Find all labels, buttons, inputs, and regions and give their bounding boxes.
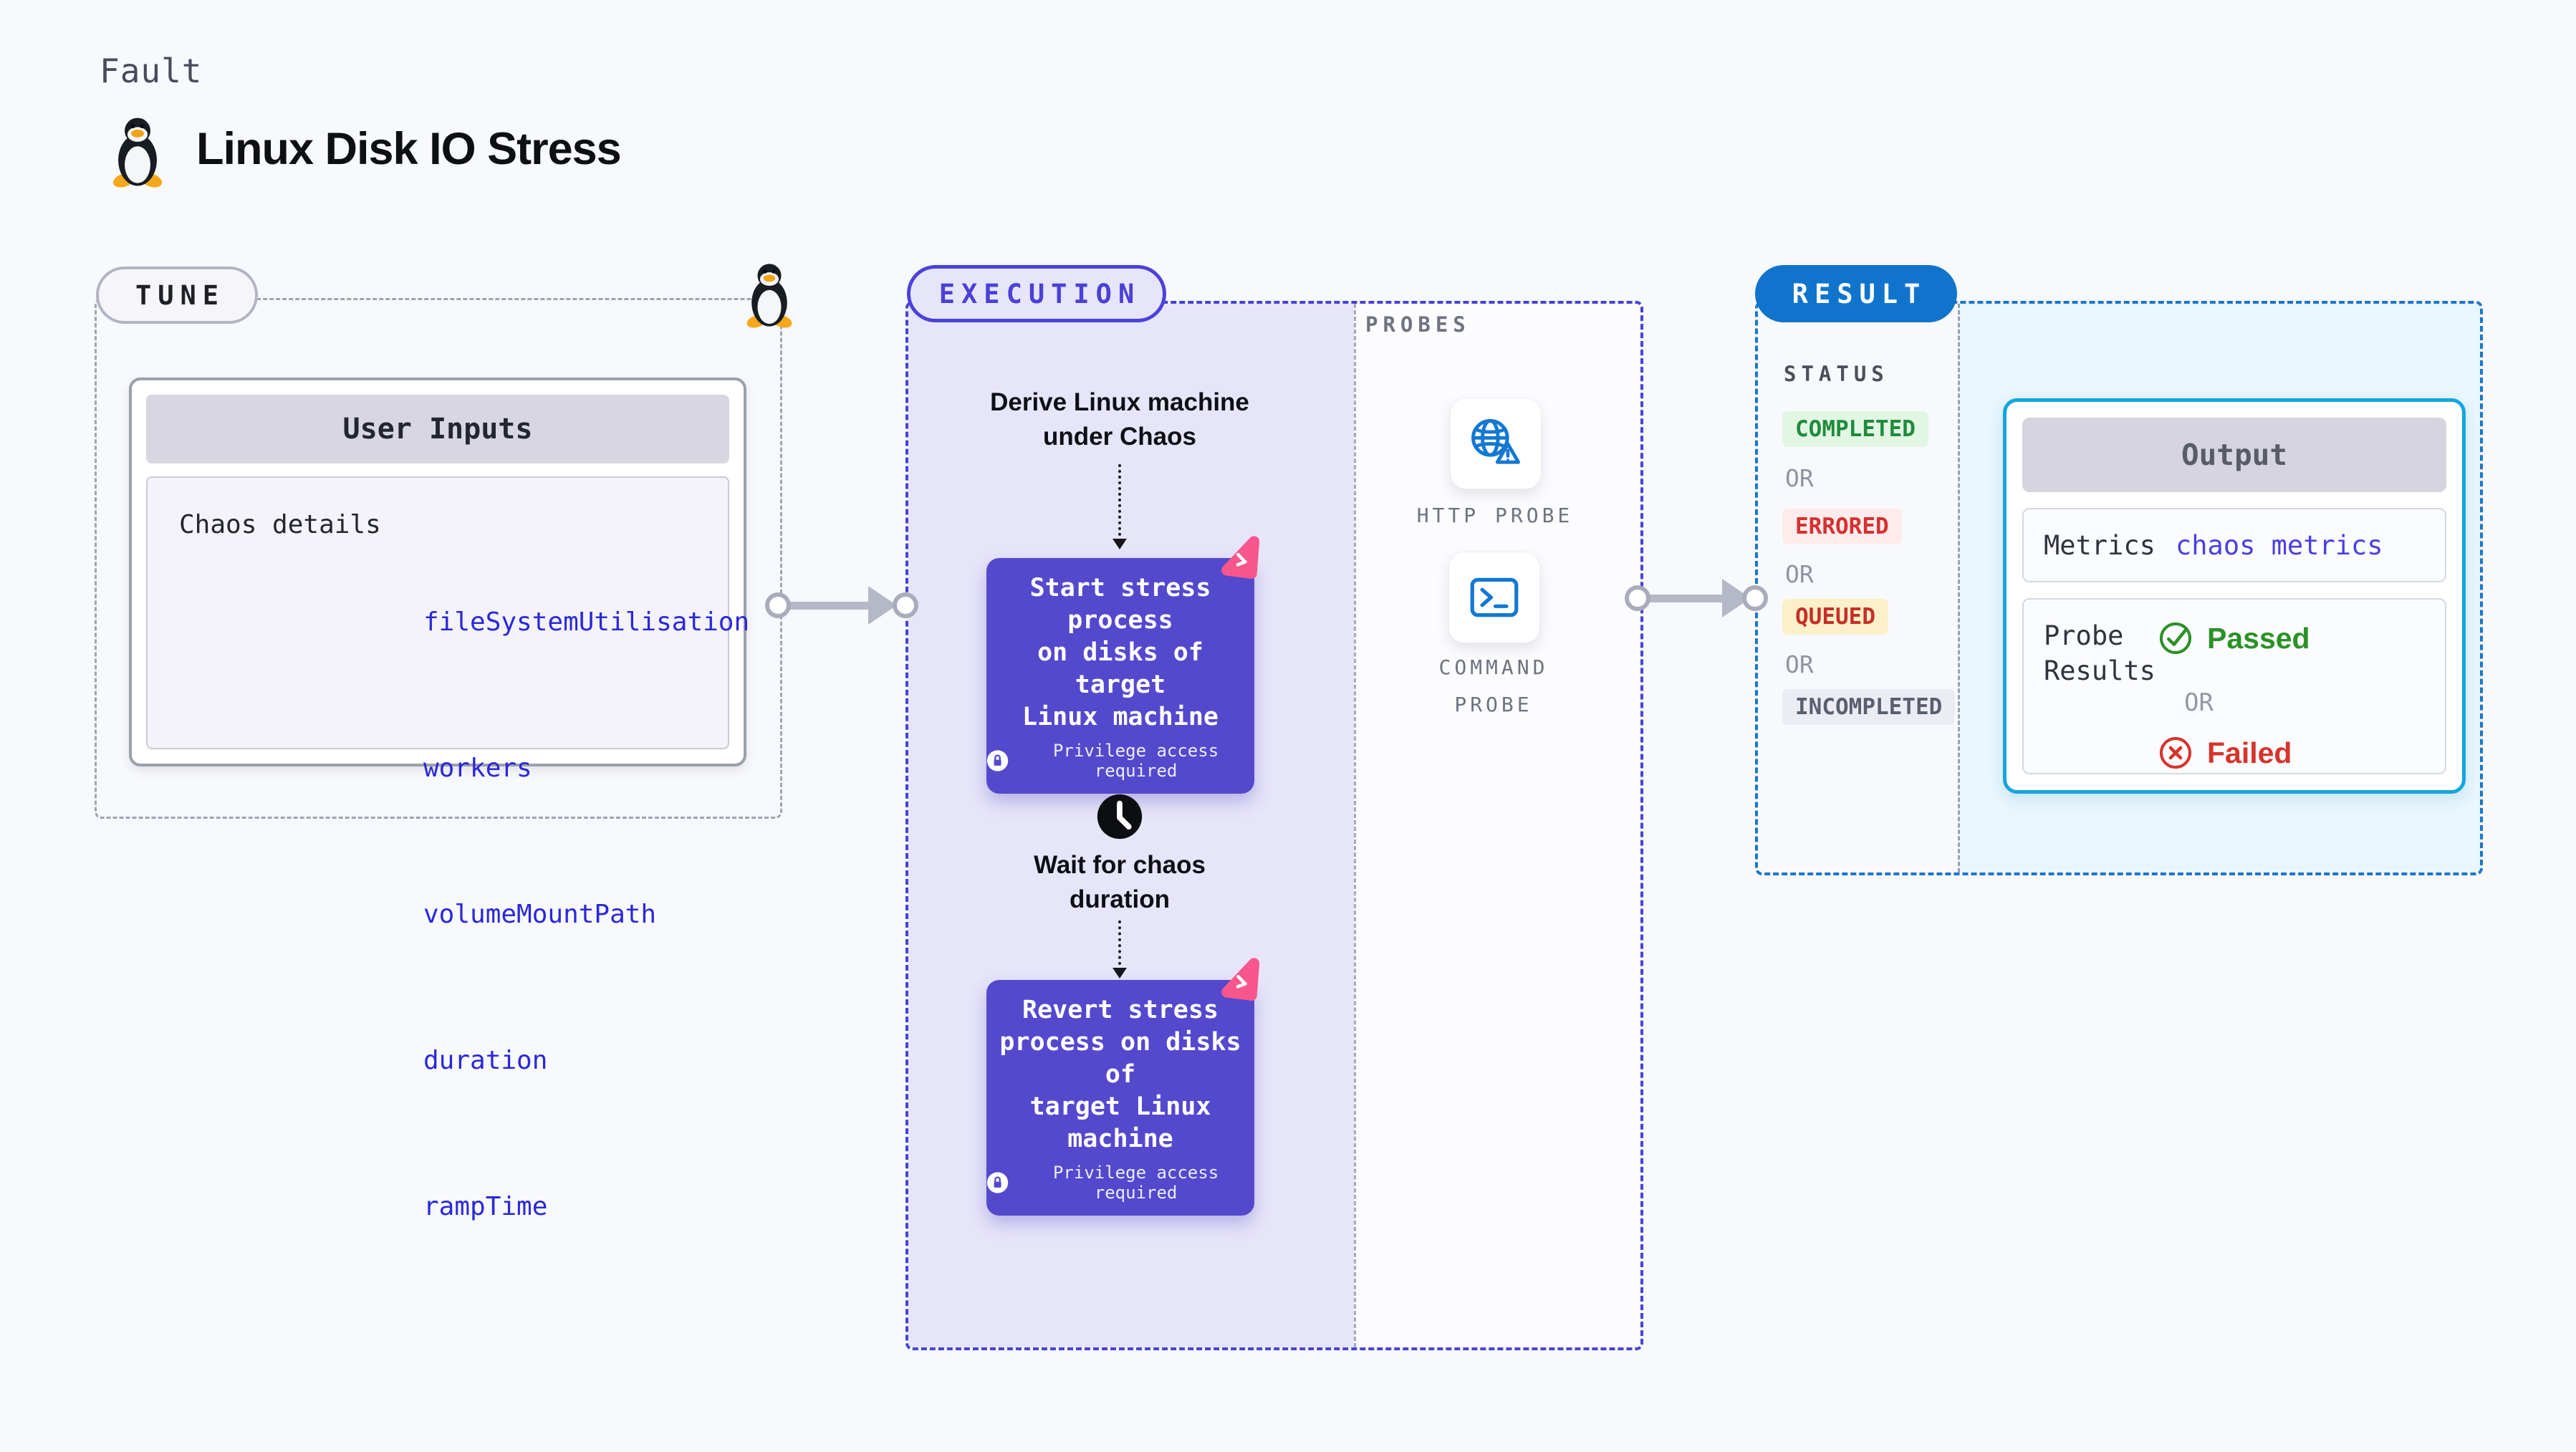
x-circle-icon [2159, 736, 2192, 769]
or-separator: OR [1785, 464, 1814, 492]
or-separator: OR [1785, 560, 1814, 588]
tux-penguin-icon-small [746, 264, 792, 328]
fault-kicker: Fault [100, 52, 203, 90]
output-card: Output Metrics chaos metrics Probe Resul… [2003, 398, 2466, 794]
litmus-ribbon-icon [1221, 958, 1260, 1001]
lock-icon [986, 1172, 1009, 1193]
status-badge-incompleted: INCOMPLETED [1782, 689, 1956, 725]
globe-alert-icon [1471, 419, 1520, 464]
privilege-note: Privilege access required [1052, 1163, 1219, 1203]
param-filesystem-utilisation: fileSystemUtilisation [423, 607, 750, 637]
flow-connector-arrowhead [1112, 968, 1127, 979]
probe-results-label: Probe Results [2044, 620, 2156, 686]
connector-dot [1742, 585, 1768, 611]
probe-results-row: Probe Results Passed OR Failed [2022, 598, 2446, 774]
status-badge-completed: COMPLETED [1782, 411, 1928, 447]
lock-icon [986, 750, 1009, 771]
status-badge-errored: ERRORED [1782, 509, 1902, 544]
user-inputs-header: User Inputs [146, 395, 729, 463]
passed-result: Passed [2157, 620, 2310, 657]
command-probe-card [1448, 552, 1540, 643]
user-inputs-card: User Inputs Chaos details fileSystemUtil… [129, 378, 749, 1221]
command-probe-label: COMMAND PROBE [1438, 655, 1549, 716]
failed-result: Failed [2157, 734, 2292, 771]
probes-label: PROBES [1365, 312, 1471, 337]
wait-step-text: Wait for chaos duration [1034, 851, 1206, 913]
http-probe-card [1450, 398, 1542, 489]
revert-stress-node: Revert stress process on disks of target… [986, 980, 1254, 1216]
execution-pill: EXECUTION [907, 265, 1166, 322]
connector-dot [893, 592, 918, 618]
metrics-label: Metrics [2044, 529, 2156, 561]
output-header: Output [2022, 418, 2446, 492]
flow-connector [1118, 464, 1121, 536]
flow-connector-arrowhead [1112, 539, 1127, 549]
connector-dot [765, 592, 791, 618]
tune-section-box [95, 298, 782, 819]
flow-connector [1118, 920, 1121, 965]
param-volume-mount-path: volumeMountPath [423, 900, 657, 929]
privilege-note: Privilege access required [1052, 741, 1219, 781]
clock-icon [1097, 794, 1143, 840]
metrics-row: Metrics chaos metrics [2022, 508, 2446, 582]
or-separator: OR [2184, 688, 2214, 717]
status-badge-queued: QUEUED [1782, 599, 1888, 635]
derive-step-text: Derive Linux machine under Chaos [990, 388, 1249, 451]
tux-penguin-icon [112, 117, 163, 188]
user-inputs-body: Chaos details fileSystemUtilisation work… [146, 476, 749, 1221]
tune-pill: TUNE [96, 266, 258, 324]
chaos-params-list: fileSystemUtilisation workers volumeMoun… [423, 501, 749, 1329]
status-label: STATUS [1784, 362, 1889, 386]
page-title: Linux Disk IO Stress [196, 124, 622, 174]
start-stress-node: Start stress process on disks of target … [986, 558, 1254, 794]
chaos-details-label: Chaos details [179, 510, 381, 539]
param-duration: duration [423, 1046, 548, 1075]
param-ramp-time: rampTime [423, 1192, 548, 1221]
terminal-icon [1470, 577, 1519, 617]
litmus-ribbon-icon [1221, 536, 1260, 579]
result-pill: RESULT [1755, 265, 1957, 322]
http-probe-label: HTTP PROBE [1416, 504, 1574, 527]
metrics-value: chaos metrics [2176, 529, 2383, 561]
check-circle-icon [2159, 622, 2192, 655]
connector-dot [1625, 585, 1650, 611]
or-separator: OR [1785, 650, 1814, 678]
param-workers: workers [423, 754, 532, 783]
